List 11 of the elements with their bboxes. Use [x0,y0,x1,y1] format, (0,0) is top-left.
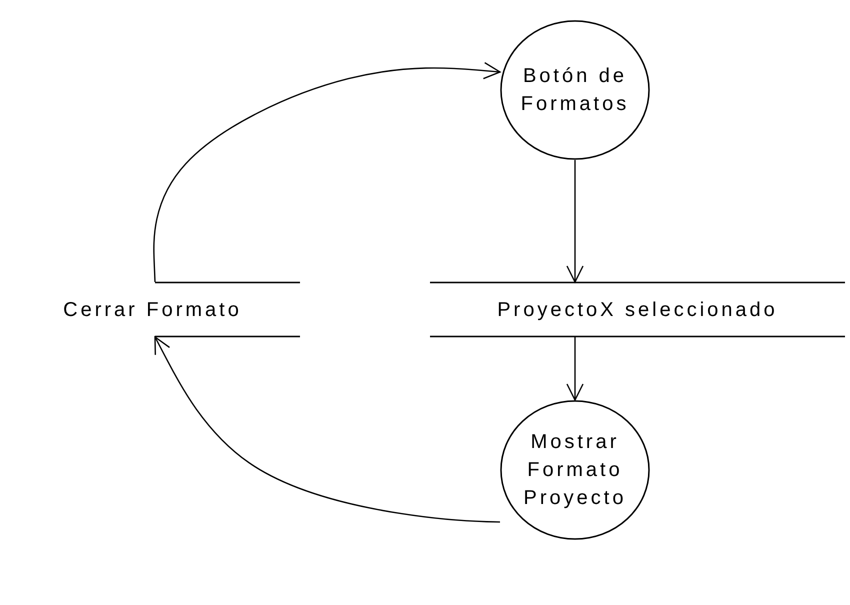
data-store [430,282,845,337]
arrow [566,337,584,401]
process-ellipse [500,400,650,540]
process-ellipse [500,20,650,160]
node-label: ProyectoX seleccionado [497,298,778,322]
node-label: Cerrar Formato [63,298,242,322]
arrow [566,160,584,283]
arrow [154,336,500,523]
node-label: Botón de Formatos [520,64,630,117]
node-label: Mostrar Formato Proyecto [522,430,628,511]
arrow [153,62,501,282]
